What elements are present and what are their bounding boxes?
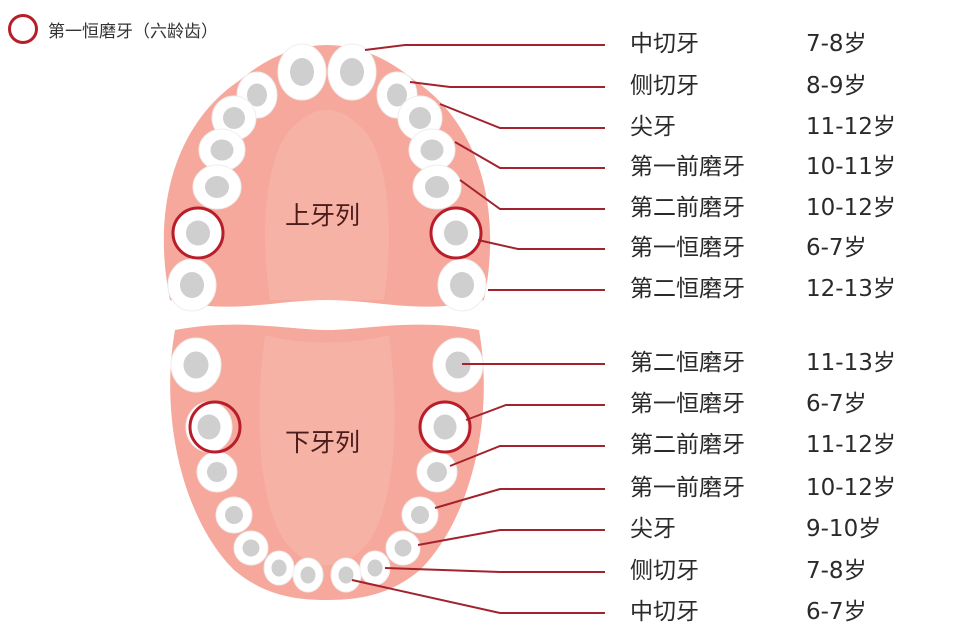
lower-tooth-left-2-core bbox=[242, 539, 260, 557]
lower-leader-line-6 bbox=[351, 579, 605, 614]
lower-leader-line-2 bbox=[449, 445, 605, 467]
upper-tooth-left-1-core bbox=[247, 83, 267, 107]
upper-tooth-right-3-core bbox=[420, 139, 444, 161]
lower-leader-line-5 bbox=[384, 567, 605, 573]
lower-tooth-name: 第一前磨牙 bbox=[630, 475, 745, 501]
lower-tooth-right-1-core bbox=[367, 559, 383, 577]
lower-leader-line-1 bbox=[465, 404, 605, 421]
legend-label: 第一恒磨牙（六龄齿） bbox=[48, 21, 218, 42]
legend: 第一恒磨牙（六龄齿） bbox=[8, 14, 218, 44]
lower-tooth-left-4-core bbox=[207, 462, 227, 482]
upper-leader-line-4 bbox=[459, 179, 605, 210]
upper-tooth-left-4-core bbox=[205, 176, 229, 198]
lower-tooth-name: 第二恒磨牙 bbox=[630, 350, 745, 376]
upper-tooth-name: 第二恒磨牙 bbox=[630, 276, 745, 302]
upper-tooth-right-1-core bbox=[387, 83, 407, 107]
lower-tooth-name: 第一恒磨牙 bbox=[630, 391, 745, 417]
first-molar-ring-3 bbox=[188, 400, 242, 454]
lower-tooth-left-3-core bbox=[225, 506, 243, 524]
lower-tooth-age: 10-12岁 bbox=[806, 475, 896, 501]
upper-tooth-name: 侧切牙 bbox=[630, 73, 699, 99]
lower-tooth-age: 6-7岁 bbox=[806, 391, 867, 417]
lower-tooth-left-0-core bbox=[300, 566, 316, 584]
upper-tooth-age: 11-12岁 bbox=[806, 114, 896, 140]
upper-tooth-left-3-core bbox=[210, 139, 234, 161]
first-molar-ring-1 bbox=[171, 206, 225, 260]
first-molar-ring-2 bbox=[418, 400, 472, 454]
lower-tooth-left-5-core bbox=[197, 414, 221, 440]
lower-tooth-age: 9-10岁 bbox=[806, 516, 882, 542]
upper-tooth-right-2-core bbox=[409, 107, 431, 129]
upper-tooth-age: 12-13岁 bbox=[806, 276, 896, 302]
lower-tooth-left-1-core bbox=[271, 559, 287, 577]
upper-tooth-age: 10-12岁 bbox=[806, 195, 896, 221]
upper-tooth-left-0-core bbox=[290, 58, 314, 86]
upper-tooth-right-6-core bbox=[450, 272, 474, 298]
lower-tooth-name: 中切牙 bbox=[630, 599, 699, 625]
lower-tooth-right-3-core bbox=[411, 506, 429, 524]
upper-tooth-right-4-core bbox=[425, 176, 449, 198]
upper-tooth-name: 第一恒磨牙 bbox=[630, 235, 745, 261]
upper-tooth-age: 7-8岁 bbox=[806, 31, 867, 57]
upper-leader-line-2 bbox=[439, 103, 605, 129]
lower-tooth-left-6-core bbox=[183, 351, 209, 379]
upper-tooth-age: 10-11岁 bbox=[806, 154, 896, 180]
lower-tooth-right-0-core bbox=[338, 566, 354, 584]
upper-tooth-left-2-core bbox=[223, 107, 245, 129]
upper-tooth-name: 尖牙 bbox=[630, 114, 676, 140]
upper-tooth-name: 中切牙 bbox=[630, 31, 699, 57]
lower-tooth-right-2-core bbox=[394, 539, 412, 557]
first-molar-marker-icon bbox=[8, 14, 38, 44]
upper-leader-line-3 bbox=[454, 141, 605, 169]
upper-palate bbox=[265, 110, 389, 300]
lower-tooth-age: 7-8岁 bbox=[806, 558, 867, 584]
lower-tongue-area bbox=[259, 335, 395, 565]
lower-tooth-right-4-core bbox=[427, 462, 447, 482]
upper-leader-line-1 bbox=[409, 81, 605, 88]
lower-tooth-right-6-core bbox=[445, 351, 471, 379]
lower-tooth-age: 11-13岁 bbox=[806, 350, 896, 376]
lower-leader-line-3 bbox=[434, 488, 605, 509]
upper-tooth-age: 8-9岁 bbox=[806, 73, 867, 99]
lower-tooth-age: 11-12岁 bbox=[806, 432, 896, 458]
lower-arch-label: 下牙列 bbox=[285, 428, 361, 457]
upper-tooth-name: 第一前磨牙 bbox=[630, 154, 745, 180]
lower-tooth-name: 尖牙 bbox=[630, 516, 676, 542]
upper-tooth-name: 第二前磨牙 bbox=[630, 195, 745, 221]
upper-tooth-right-0-core bbox=[340, 58, 364, 86]
upper-tooth-age: 6-7岁 bbox=[806, 235, 867, 261]
lower-leader-line-4 bbox=[417, 529, 605, 546]
upper-leader-line-0 bbox=[364, 44, 605, 51]
lower-tooth-right-5-core bbox=[433, 414, 457, 440]
upper-leader-line-5 bbox=[477, 239, 605, 250]
upper-arch-label: 上牙列 bbox=[285, 201, 361, 230]
upper-tooth-left-5-core bbox=[186, 220, 210, 246]
lower-tooth-age: 6-7岁 bbox=[806, 599, 867, 625]
lower-tooth-name: 第二前磨牙 bbox=[630, 432, 745, 458]
upper-tooth-right-5-core bbox=[444, 220, 468, 246]
lower-tooth-name: 侧切牙 bbox=[630, 558, 699, 584]
upper-tooth-left-6-core bbox=[180, 272, 204, 298]
first-molar-ring-0 bbox=[429, 206, 483, 260]
